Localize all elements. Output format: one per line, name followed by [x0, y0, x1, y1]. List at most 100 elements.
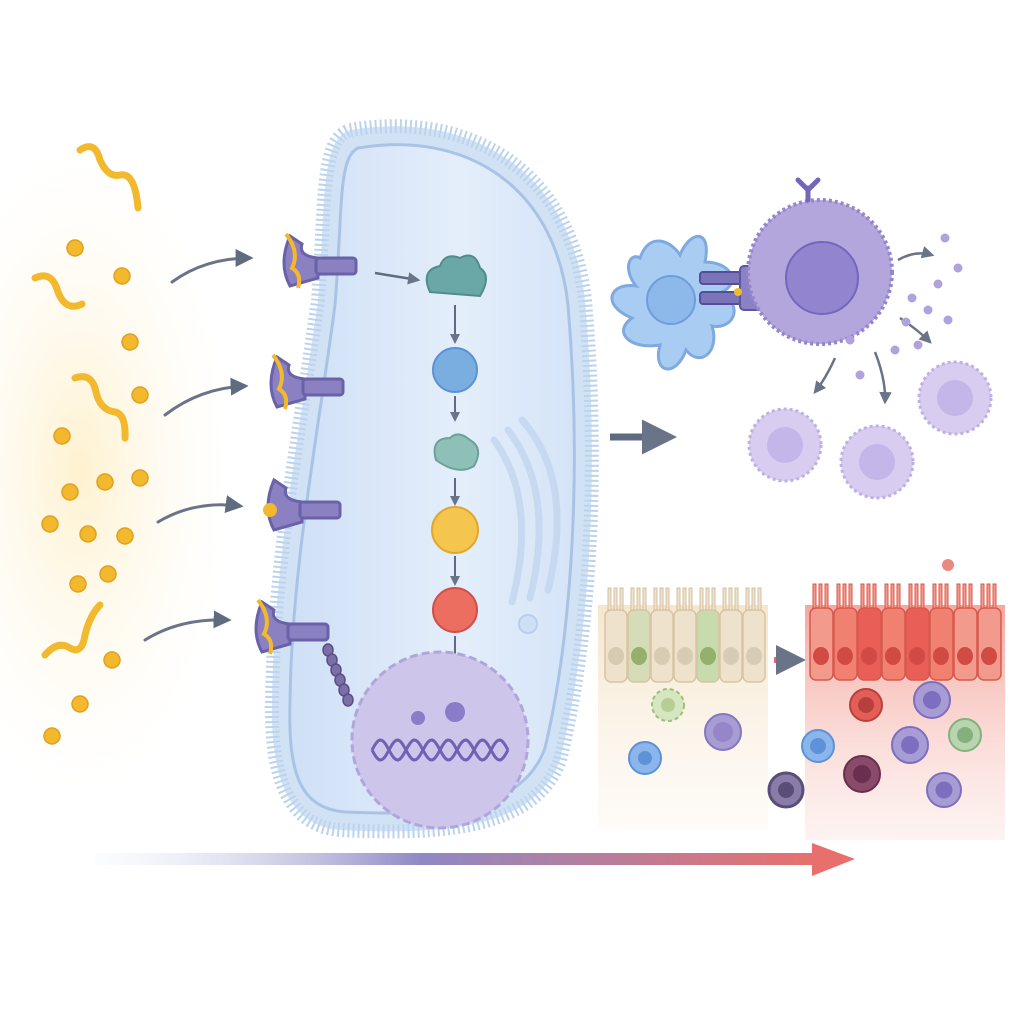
inflamed-epithelial-nucleus-1 [813, 647, 829, 665]
inflamed-microvillus-6-3 [944, 583, 949, 609]
healthy-microvillus-6-3 [734, 587, 739, 611]
cytokine-7 [943, 315, 953, 325]
inflamed-microvillus-3-2 [866, 583, 871, 609]
inflamed-microvillus-1-2 [818, 583, 823, 609]
healthy-epithelial-nucleus-2 [631, 647, 647, 665]
cytokine-1 [940, 233, 950, 243]
microbe-rod-3 [71, 373, 129, 442]
inflamed-microvillus-2-1 [836, 583, 841, 609]
signaling-cascade [425, 254, 487, 697]
inflamed-microvillus-5-1 [908, 583, 913, 609]
inflamed-epithelium [809, 583, 1002, 681]
healthy-microvillus-1-3 [619, 587, 624, 611]
cascade-step-5 [432, 587, 478, 633]
inflamed-epithelial-nucleus-6 [933, 647, 949, 665]
microbe-coccus-16 [43, 727, 61, 745]
inflamed-epithelial-cell-1 [809, 607, 834, 681]
microbe-coccus-14 [103, 651, 121, 669]
inflamed-microvillus-5-3 [920, 583, 925, 609]
microbe-coccus-15 [71, 695, 89, 713]
healthy-microvillus-1-1 [607, 587, 612, 611]
healthy-epithelial-cell-2 [627, 609, 651, 683]
cytokine-2 [953, 263, 963, 273]
inflamed-microvillus-4-2 [890, 583, 895, 609]
organelle-stacks [490, 416, 561, 606]
microbe-coccus-10 [79, 525, 97, 543]
inflamed-epithelial-nucleus-4 [885, 647, 901, 665]
cytokine-3 [933, 279, 943, 289]
inflamed-microvillus-5-2 [914, 583, 919, 609]
healthy-tissue-panel [598, 587, 768, 830]
microbe-coccus-3 [121, 333, 139, 351]
healthy-microvillus-7-3 [757, 587, 762, 611]
inflamed-tissue-panel [767, 559, 1005, 840]
inflamed-microvillus-4-1 [884, 583, 889, 609]
receptor-1-bound-ligand [284, 232, 302, 289]
t-cell-receptor [795, 177, 821, 203]
inflamed-microvillus-7-1 [956, 583, 961, 609]
nucleolus-small [411, 711, 425, 725]
inflamed-microvillus-1-1 [812, 583, 817, 609]
receptors [254, 232, 358, 707]
dna-strand-2 [370, 738, 510, 762]
inflamed-microvillus-2-2 [842, 583, 847, 609]
receptor-3-stalk [298, 500, 342, 520]
cytokine-6 [901, 317, 911, 327]
healthy-epithelial-cell-1 [604, 609, 628, 683]
inflamed-immune-cell-2-nucleus [923, 691, 941, 709]
inflamed-microvillus-2-3 [848, 583, 853, 609]
healthy-macrophage-nucleus [661, 698, 675, 712]
microbe-coccus-9 [41, 515, 59, 533]
receptor-4-stalk [286, 622, 330, 642]
healthy-epithelial-cell-7 [742, 609, 766, 683]
daughter-cell-2-nucleus [859, 444, 895, 480]
progression-bar [95, 853, 820, 865]
inflamed-immune-cell-6-nucleus [853, 765, 871, 783]
entry-arrows [143, 249, 254, 642]
receptor-4-bound-ligand [256, 598, 274, 655]
healthy-epithelial-nucleus-5 [700, 647, 716, 665]
dendritic-cell-nucleus [646, 275, 696, 325]
inflamed-microvillus-4-3 [896, 583, 901, 609]
inflamed-microvillus-8-1 [980, 583, 985, 609]
microbe-coccus-13 [99, 565, 117, 583]
t-cell-nucleus [785, 241, 859, 315]
inflamed-microvillus-6-1 [932, 583, 937, 609]
microbe-coccus-7 [131, 469, 149, 487]
healthy-microvillus-3-1 [653, 587, 658, 611]
inflamed-epithelial-cell-5 [905, 607, 930, 681]
nucleus [350, 650, 530, 830]
dna-helix [370, 738, 510, 762]
receptor-1-stalk [314, 256, 358, 276]
entry-arrow-1 [170, 249, 254, 284]
healthy-epithelial-nucleus-4 [677, 647, 693, 665]
inflamed-immune-cells [801, 681, 982, 808]
inflamed-epithelial-nucleus-7 [957, 647, 973, 665]
inflamed-immune-cell-5-nucleus [957, 727, 973, 743]
cascade-step-4 [431, 506, 479, 554]
inflamed-microvillus-6-2 [938, 583, 943, 609]
cascade-step-1 [425, 254, 487, 298]
proliferating-cells [747, 360, 993, 500]
healthy-epithelial-cell-5 [696, 609, 720, 683]
healthy-epithelial-cell-4 [673, 609, 697, 683]
healthy-microvillus-4-3 [688, 587, 693, 611]
inflamed-microvillus-1-3 [824, 583, 829, 609]
inflamed-microvillus-3-1 [860, 583, 865, 609]
cascade-step-2 [432, 347, 478, 393]
healthy-dendritic-nucleus [638, 751, 652, 765]
synapse-spark [734, 288, 742, 296]
microbe-coccus-1 [66, 239, 84, 257]
progression-arrowhead [812, 843, 855, 876]
inflamed-immune-cell-3-nucleus [810, 738, 826, 754]
healthy-microvillus-2-3 [642, 587, 647, 611]
healthy-microvillus-2-1 [630, 587, 635, 611]
inflamed-epithelial-cell-6 [929, 607, 954, 681]
receptor-4-tail-bead-6 [342, 693, 354, 707]
drifting-particle [942, 559, 954, 571]
inflamed-epithelial-nucleus-2 [837, 647, 853, 665]
healthy-microvillus-1-2 [613, 587, 618, 611]
healthy-microvillus-3-2 [659, 587, 664, 611]
cytokine-particles [845, 233, 963, 380]
